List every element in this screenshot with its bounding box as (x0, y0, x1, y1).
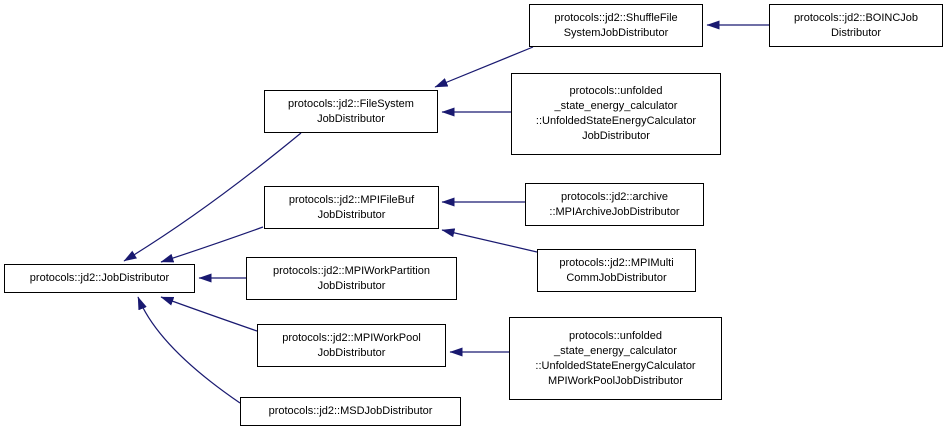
node-unfolded-state-energy-calculator-mpi-work-pool-job-distributor[interactable]: protocols::unfolded _state_energy_calcul… (509, 317, 722, 400)
node-mpi-file-buf-job-distributor[interactable]: protocols::jd2::MPIFileBuf JobDistributo… (264, 186, 439, 229)
node-file-system-job-distributor[interactable]: protocols::jd2::FileSystem JobDistributo… (264, 90, 438, 133)
node-mpi-multi-comm-job-distributor[interactable]: protocols::jd2::MPIMulti CommJobDistribu… (537, 249, 696, 292)
node-mpi-work-pool-job-distributor[interactable]: protocols::jd2::MPIWorkPool JobDistribut… (257, 324, 446, 367)
edge-shufflefilesystem-to-filesystem (434, 46, 534, 88)
node-unfolded-state-energy-calculator-job-distributor[interactable]: protocols::unfolded _state_energy_calcul… (511, 73, 721, 155)
edge-msd-to-jobdistributor (137, 296, 241, 404)
edge-mpimulticomm-to-mpifilebuf (441, 228, 538, 253)
edge-mpifilebuf-to-jobdistributor (160, 226, 264, 263)
edge-filesystem-to-jobdistributor (123, 132, 302, 262)
node-msd-job-distributor[interactable]: protocols::jd2::MSDJobDistributor (240, 397, 461, 426)
node-mpi-work-partition-job-distributor[interactable]: protocols::jd2::MPIWorkPartition JobDist… (246, 257, 457, 300)
node-job-distributor[interactable]: protocols::jd2::JobDistributor (4, 264, 195, 293)
edge-mpiworkpool-to-jobdistributor (160, 296, 258, 332)
node-mpi-archive-job-distributor[interactable]: protocols::jd2::archive ::MPIArchiveJobD… (525, 183, 704, 226)
node-boinc-job-distributor[interactable]: protocols::jd2::BOINCJob Distributor (769, 4, 943, 47)
node-shuffle-file-system-job-distributor[interactable]: protocols::jd2::ShuffleFile SystemJobDis… (529, 4, 703, 47)
